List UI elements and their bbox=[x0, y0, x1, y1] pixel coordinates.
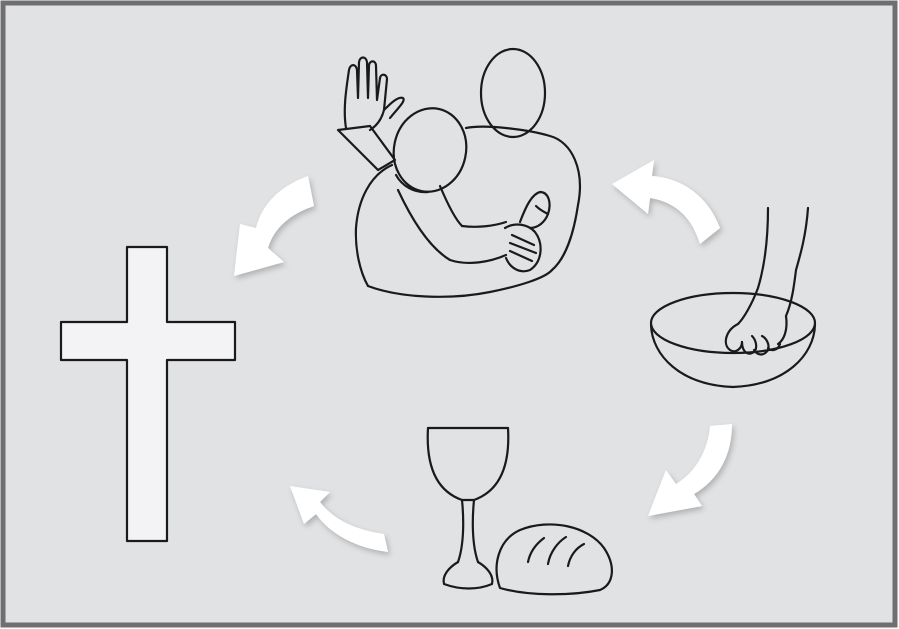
ordinances-cycle-illustration bbox=[0, 0, 899, 629]
diagram-canvas bbox=[0, 0, 899, 629]
